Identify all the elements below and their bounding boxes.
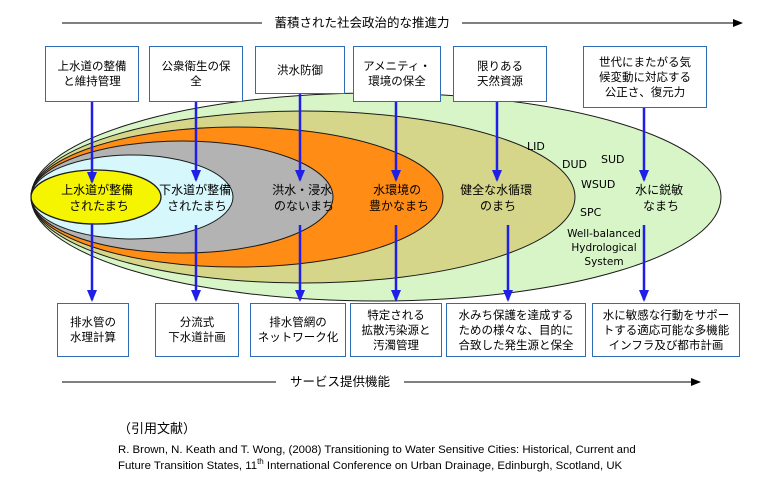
stage-1-line2: されたまち <box>69 199 129 213</box>
bottom-box-separate-sewer: 分流式 下水道計画 <box>155 303 239 357</box>
stage-3-line2: のないまち <box>274 199 334 213</box>
stage-6-line2: なまち <box>643 199 679 213</box>
stage-ellipse-1 <box>30 169 162 225</box>
citation: （引用文献） R. Brown, N. Keath and T. Wong, (… <box>118 418 768 474</box>
citation-heading: （引用文献） <box>118 422 197 437</box>
citation-line-2: Future Transition States, 11th Internati… <box>118 458 768 474</box>
stage-3-line1: 洪水・浸水 <box>272 183 332 197</box>
stage-5-line2: のまち <box>480 199 516 213</box>
stage-5-label: 健全な水循環 のまち <box>460 182 536 213</box>
top-box-intergenerational: 世代にまたがる気 候変動に対応する 公正さ、復元力 <box>583 46 707 108</box>
down-arrows <box>87 94 649 302</box>
approach-lid: LID <box>527 140 545 153</box>
top-box-flood-protection: 洪水防御 <box>255 46 345 94</box>
bottom-axis-label: サービス提供機能 <box>290 374 391 389</box>
stage-ellipses <box>30 92 722 302</box>
top-box-water-supply: 上水道の整備 と維持管理 <box>45 46 139 102</box>
stage-2-label: 下水道が整備 されたまち <box>159 182 235 213</box>
approach-labels: LID DUD SUD WSUD SPC Well-balanced Hydro… <box>527 140 641 268</box>
bottom-box-source-protection: 水みち保護を達成する ための様々な、目的に 合致した発生源と保全 <box>446 303 586 357</box>
approach-sud: SUD <box>601 153 625 166</box>
top-box-amenity: アメニティ・ 環境の保全 <box>353 46 441 102</box>
approach-dud: DUD <box>562 158 587 171</box>
approach-wbhs-1: Well-balanced <box>567 228 641 240</box>
bottom-box-pipe-hydraulics: 排水管の 水理計算 <box>57 303 129 357</box>
stage-2-line2: されたまち <box>167 199 227 213</box>
citation-line-1: R. Brown, N. Keath and T. Wong, (2008) T… <box>118 444 636 456</box>
stage-labels: 上水道が整備 されたまち 下水道が整備 されたまち 洪水・浸水 のないまち 水環… <box>61 182 687 213</box>
bottom-box-network: 排水管網の ネットワーク化 <box>250 303 346 357</box>
stage-3-label: 洪水・浸水 のないまち <box>272 183 336 213</box>
bottom-box-adaptive-infrastructure: 水に敏感な行動をサポー トする適応可能な多機能 インフラ及び都市計画 <box>592 303 740 357</box>
citation-line-2-start: Future Transition States, 11 <box>118 460 258 472</box>
bottom-box-diffuse-pollution: 特定される 拡散汚染源と 汚濁管理 <box>350 303 442 357</box>
approach-wsud: WSUD <box>581 178 615 191</box>
top-box-limited-resources: 限りある 天然資源 <box>453 46 547 102</box>
stage-5-line1: 健全な水循環 <box>460 182 532 197</box>
approach-wbhs-2: Hydrological <box>571 242 636 254</box>
stage-1-line1: 上水道が整備 <box>61 182 133 197</box>
citation-superscript: th <box>257 457 264 467</box>
citation-line-2-end: International Conference on Urban Draina… <box>263 460 623 472</box>
stage-6-line1: 水に鋭敏 <box>635 182 683 197</box>
stage-6-label: 水に鋭敏 なまち <box>635 182 687 213</box>
top-axis-label: 蓄積された社会政治的な推進力 <box>274 15 449 30</box>
approach-wbhs-3: System <box>584 256 623 268</box>
stage-4-line1: 水環境の <box>373 182 421 197</box>
stage-4-line2: 豊かなまち <box>369 199 429 213</box>
stage-4-label: 水環境の 豊かなまち <box>369 182 429 213</box>
stage-2-line1: 下水道が整備 <box>159 182 231 197</box>
top-box-public-health: 公衆衛生の保 全 <box>149 46 243 102</box>
bottom-axis: サービス提供機能 <box>62 374 701 389</box>
stage-1-label: 上水道が整備 されたまち <box>61 182 137 213</box>
approach-spc: SPC <box>580 206 602 219</box>
top-axis: 蓄積された社会政治的な推進力 <box>62 15 743 30</box>
